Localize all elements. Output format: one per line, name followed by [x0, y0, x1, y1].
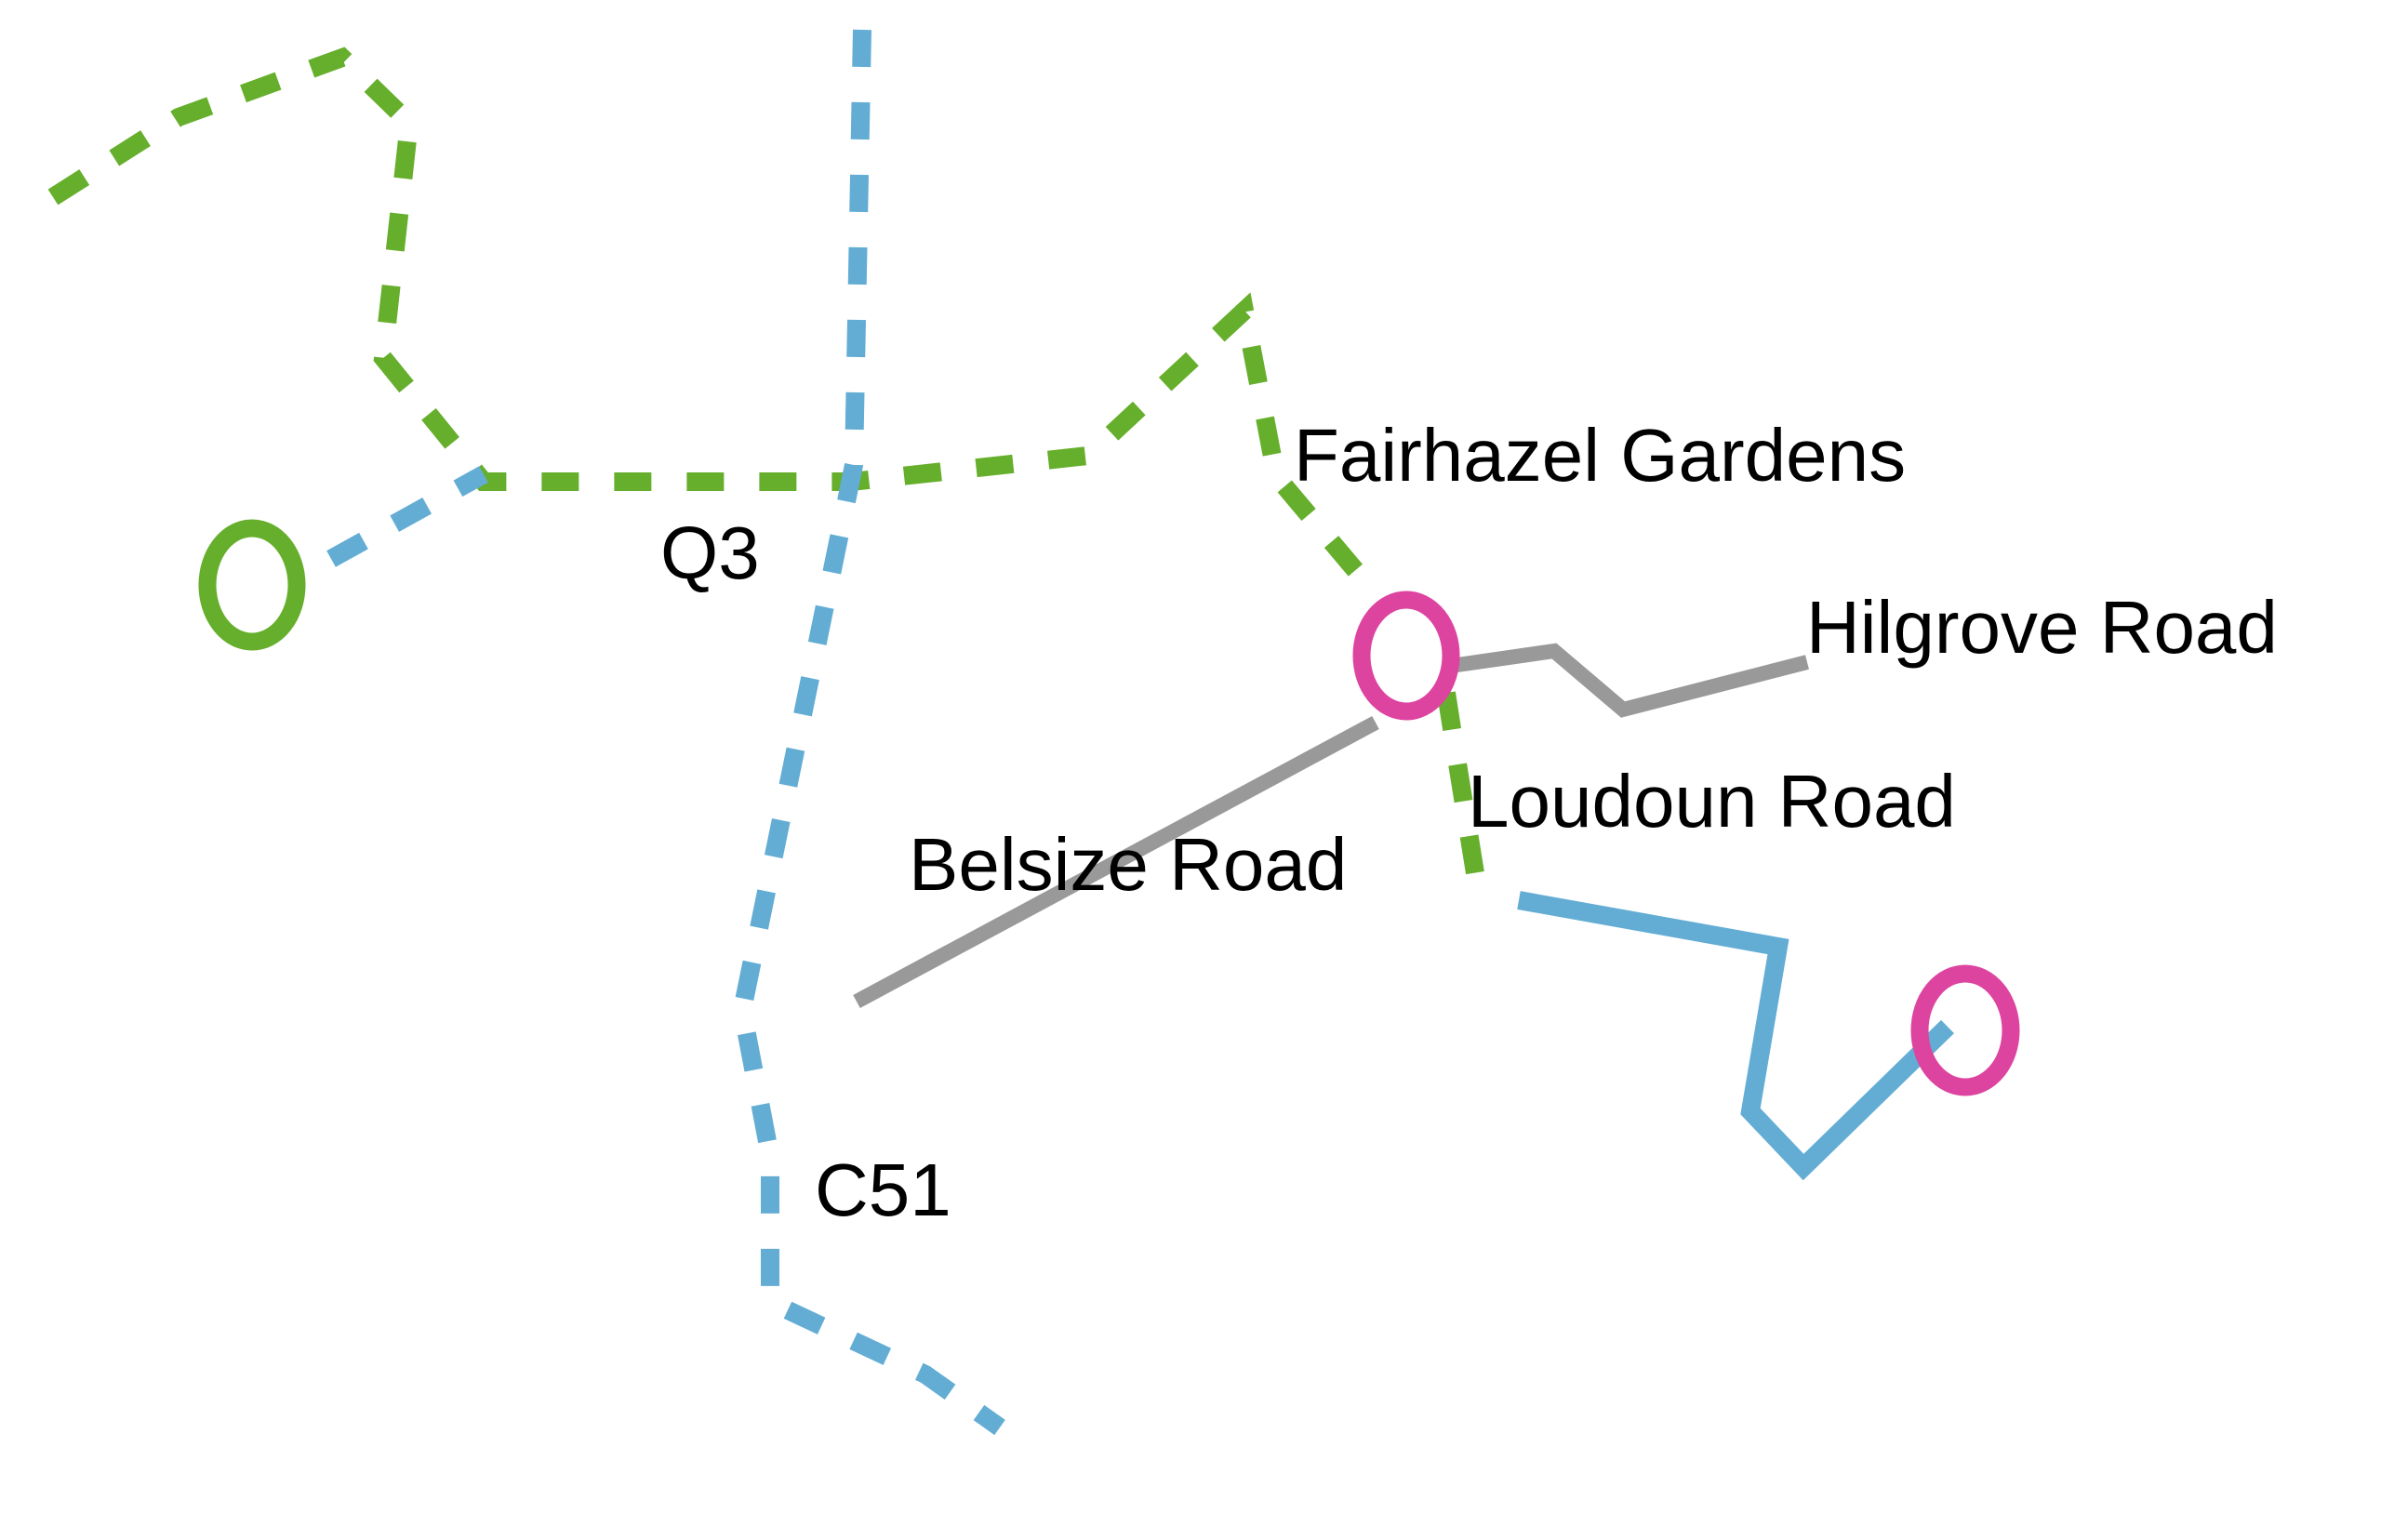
- loudoun-road-label: Loudoun Road: [1468, 760, 1956, 843]
- belsize-road-label: Belsize Road: [909, 823, 1347, 906]
- blue-solid-route-line: [1517, 891, 1954, 1181]
- belsize-road-line: [853, 715, 1379, 1009]
- q3-route-label: Q3: [660, 511, 760, 594]
- c51-route-line: [732, 29, 1005, 1436]
- c51-route-label: C51: [815, 1148, 951, 1231]
- green-stop-marker[interactable]: [198, 519, 306, 651]
- pink-stop-junction-marker[interactable]: [1352, 591, 1460, 721]
- fairhazel-gardens-label: Fairhazel Gardens: [1294, 414, 1906, 497]
- blue-connector-line: [326, 466, 488, 567]
- loudoun-route-line: [1437, 691, 1485, 881]
- hilgrove-road-label: Hilgrove Road: [1806, 586, 2278, 669]
- hilgrove-road-line: [1449, 643, 1809, 718]
- pink-stop-end-marker[interactable]: [1910, 964, 2020, 1096]
